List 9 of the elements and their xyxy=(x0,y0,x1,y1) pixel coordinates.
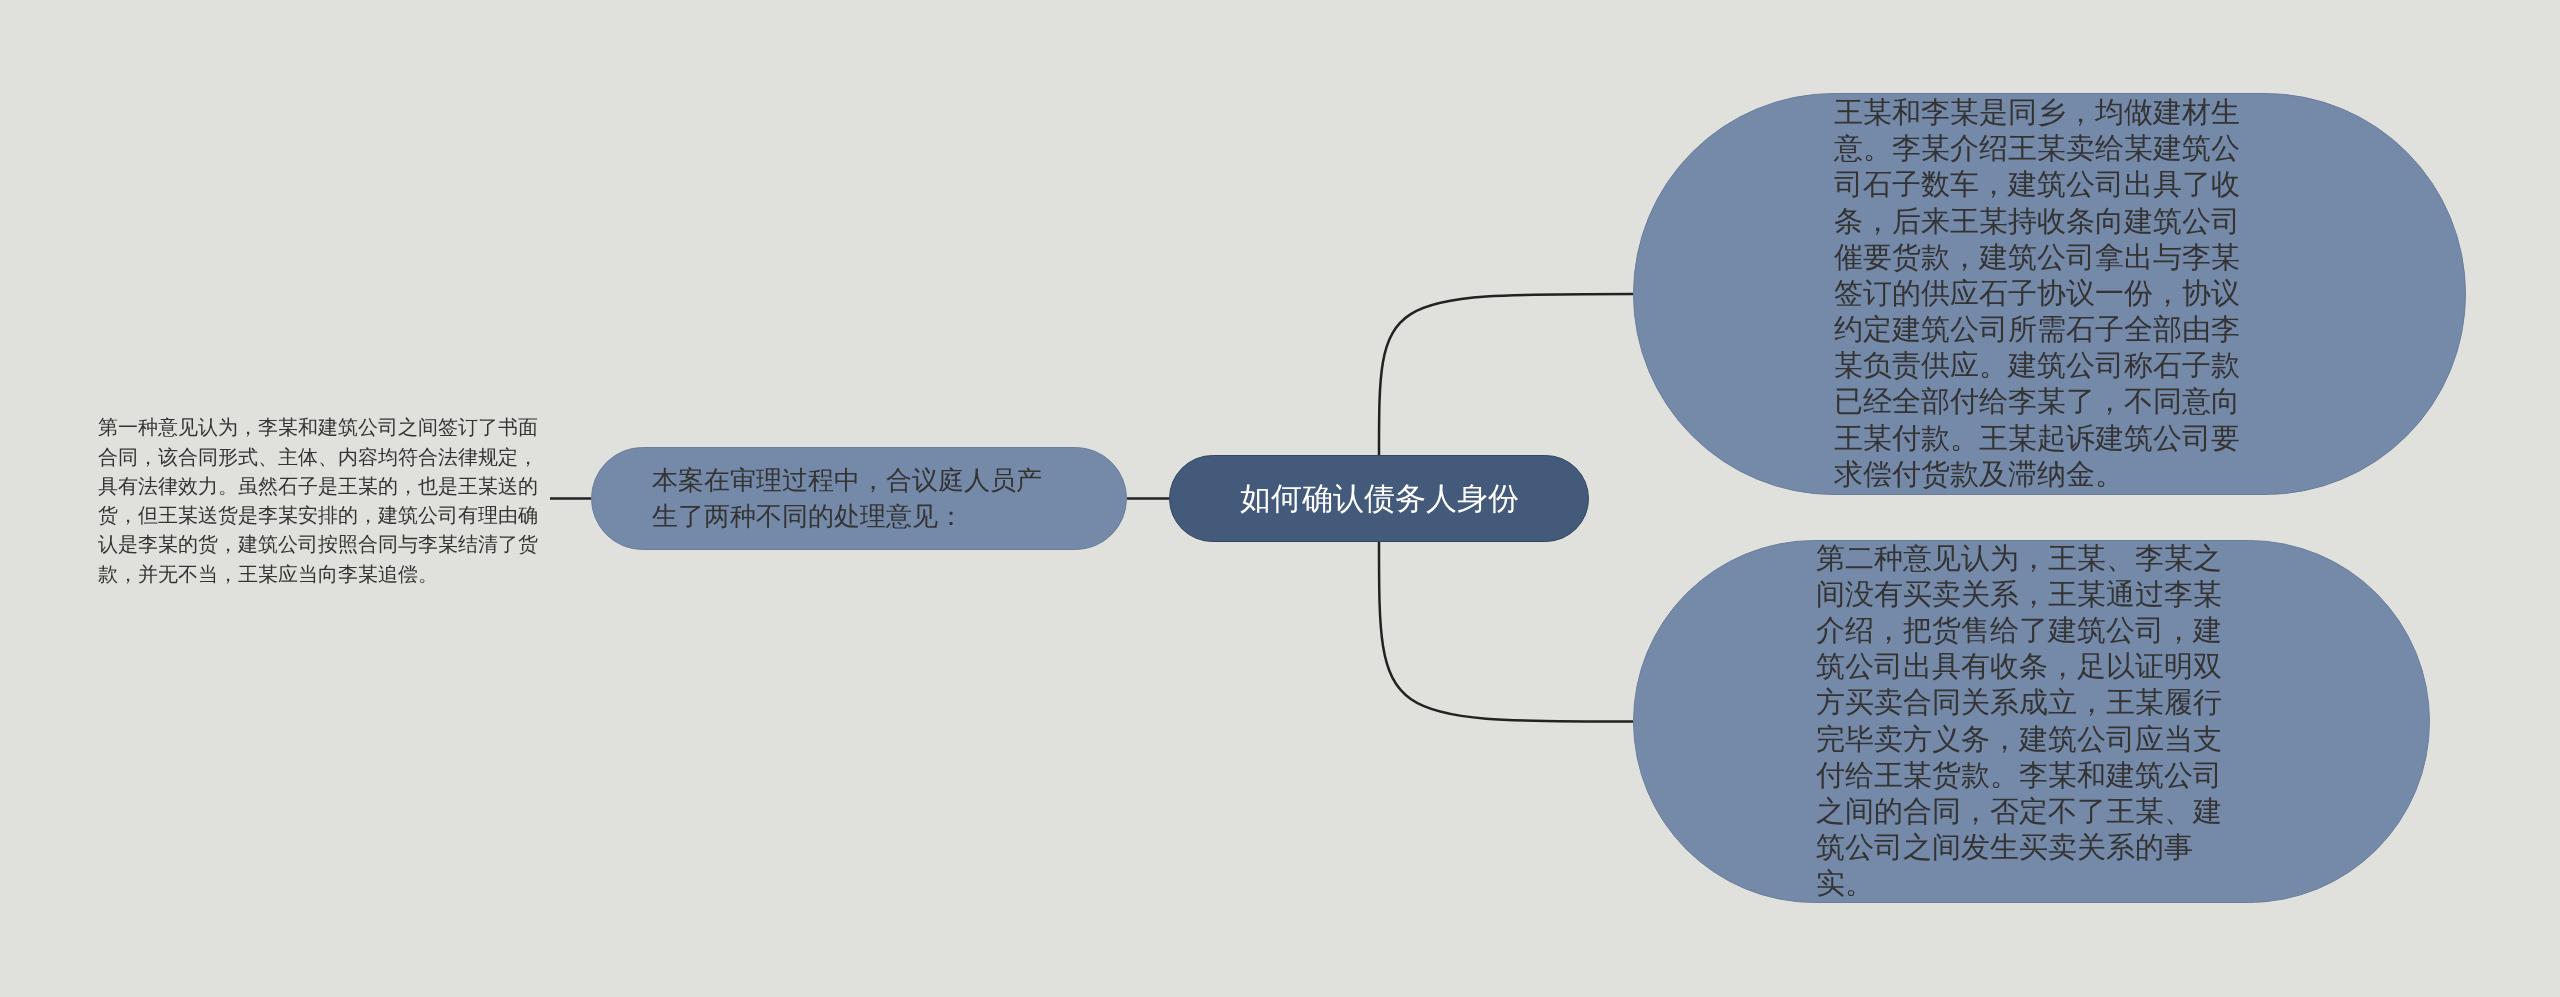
branch-box: 本案在审理过程中，合议庭人员产生了两种不同的处理意见： xyxy=(591,447,1127,550)
node-text: 第二种意见认为，王某、李某之间没有买卖关系，王某通过李某介绍，把货售给了建筑公司，建筑公司出具有收条，足以证明双方买卖合同关系成立，王某履行完毕卖方义务，建筑公司应当支付给王某货款。李某和建筑公司之间的合同，否定不了王某、建筑公司之间发生买卖关系的事实。 xyxy=(1815,540,2223,903)
connector-line xyxy=(1127,497,1169,500)
note-text: 第一种意见认为，李某和建筑公司之间签订了书面合同，该合同形式、主体、内容均符合法律规定，具有法律效力。虽然石子是王某的，也是王某送的货，但王某送货是李某安排的，建筑公司有理由确认是李某的货，建筑公司按照合同与李某结清了货款，并无不当，王某应当向李某追偿。 xyxy=(98,398,550,604)
node-text: 王某和李某是同乡，均做建材生意。李某介绍王某卖给某建筑公司石子数车，建筑公司出具了收条，后来王某持收条向建筑公司催要货款，建筑公司拿出与李某签订的供应石子协议一份，协议约定建筑公司所需石子全部由李某负责供应。建筑公司称石子款已经全部付给李某了，不同意向王某付款。王某起诉建筑公司要求偿付货款及滞纳金。 xyxy=(1833,94,2241,493)
connector-line xyxy=(1377,292,1633,455)
connector-line xyxy=(550,497,591,500)
connector-line xyxy=(1377,542,1633,723)
topic-box: 如何确认债务人身份 xyxy=(1169,455,1589,542)
